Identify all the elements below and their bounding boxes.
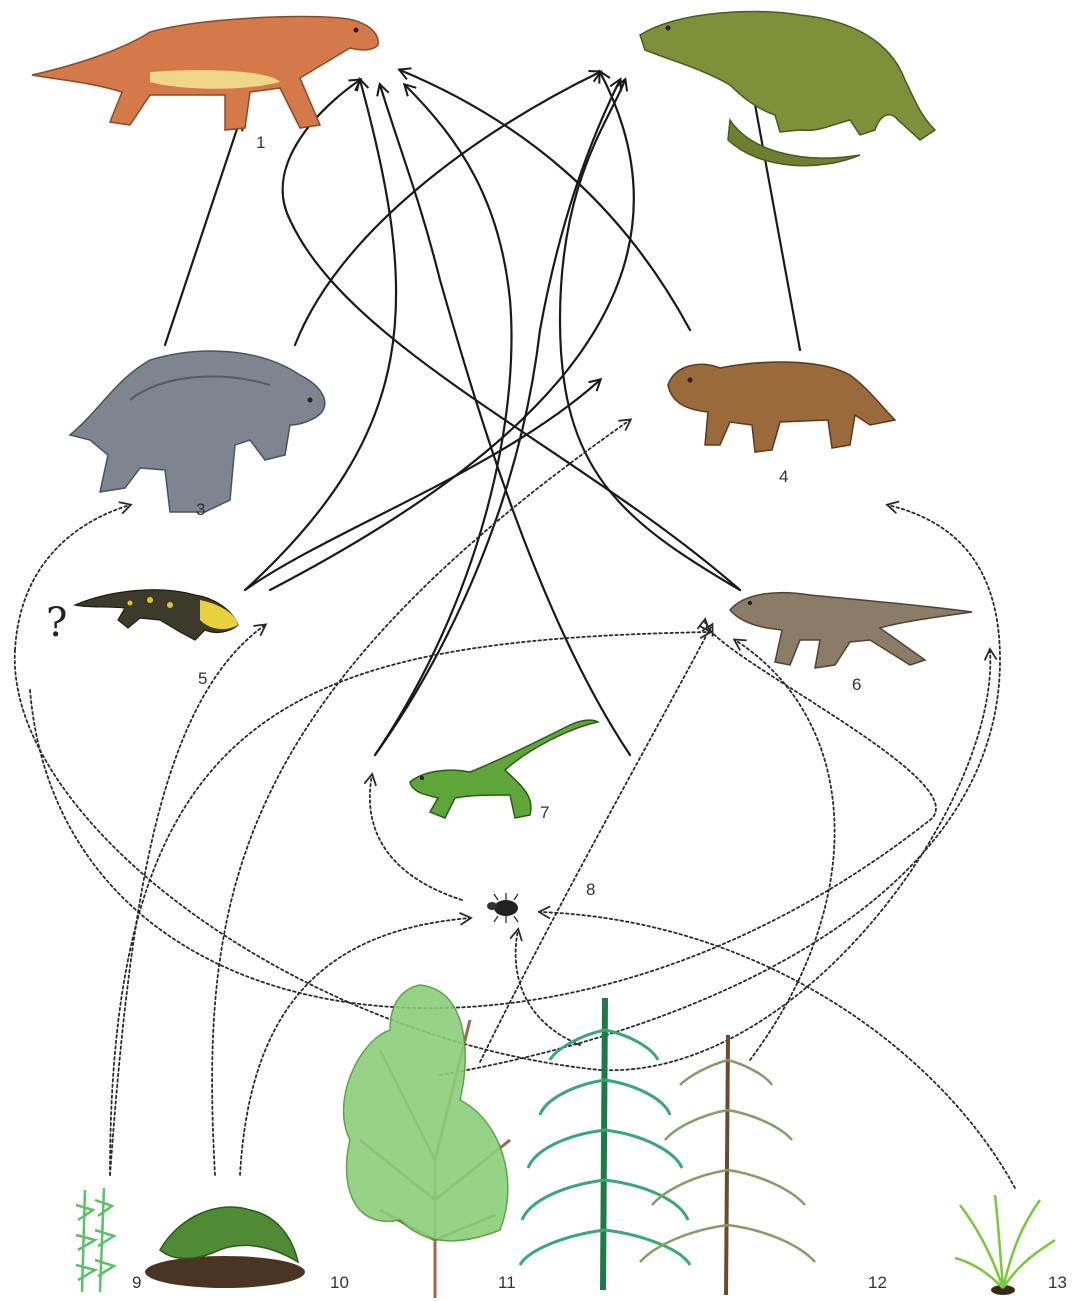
organism-label-10: 10	[330, 1273, 349, 1292]
link-11-to-6	[480, 625, 712, 1062]
link-12-to-3	[15, 650, 991, 1070]
large-predator-archosaur-green-icon	[640, 12, 935, 166]
link-9-to-5	[110, 625, 265, 1175]
small-amphibian-icon	[75, 590, 238, 640]
link-web-to-6	[30, 620, 936, 1008]
beetle-insect-icon	[487, 893, 518, 923]
link-13-to-8	[540, 912, 1015, 1188]
conifer-trees-icon	[520, 998, 815, 1295]
organism-label-3: 3	[196, 500, 205, 519]
organism-label-9: 9	[132, 1273, 141, 1292]
link-7-to-1	[375, 85, 511, 755]
small-synapsid-icon	[730, 593, 972, 668]
fern-plant-icon	[145, 1207, 305, 1288]
unknown-marker: ?	[46, 600, 67, 646]
organism-label-7: 7	[540, 803, 549, 822]
dicynodont-herbivore-icon	[668, 362, 895, 452]
organism-label-4: 4	[779, 467, 788, 486]
link-5-to-2	[270, 72, 634, 590]
organism-label-8: 8	[586, 880, 595, 899]
organism-label-11: 11	[498, 1273, 516, 1292]
link-3-to-1	[165, 120, 240, 345]
large-predator-archosaur-icon	[32, 17, 378, 130]
seed-fern-shrub-icon	[344, 985, 510, 1298]
lizard-icon	[410, 720, 598, 818]
grass-like-plant-icon	[955, 1195, 1055, 1295]
link-12-to-8	[516, 930, 580, 1045]
link-12-to-6	[735, 640, 835, 1060]
organism-label-13: 13	[1048, 1273, 1067, 1292]
organism-label-12: 12	[868, 1273, 887, 1292]
link-12-to-3-end	[15, 505, 130, 650]
organism-label-1: 1	[256, 133, 265, 152]
link-5-to-1	[245, 80, 396, 590]
armored-reptile-pareiasaur-icon	[70, 351, 325, 512]
horsetail-plant-icon	[76, 1188, 114, 1292]
organism-label-5: 5	[198, 669, 207, 688]
organism-label-6: 6	[852, 675, 861, 694]
